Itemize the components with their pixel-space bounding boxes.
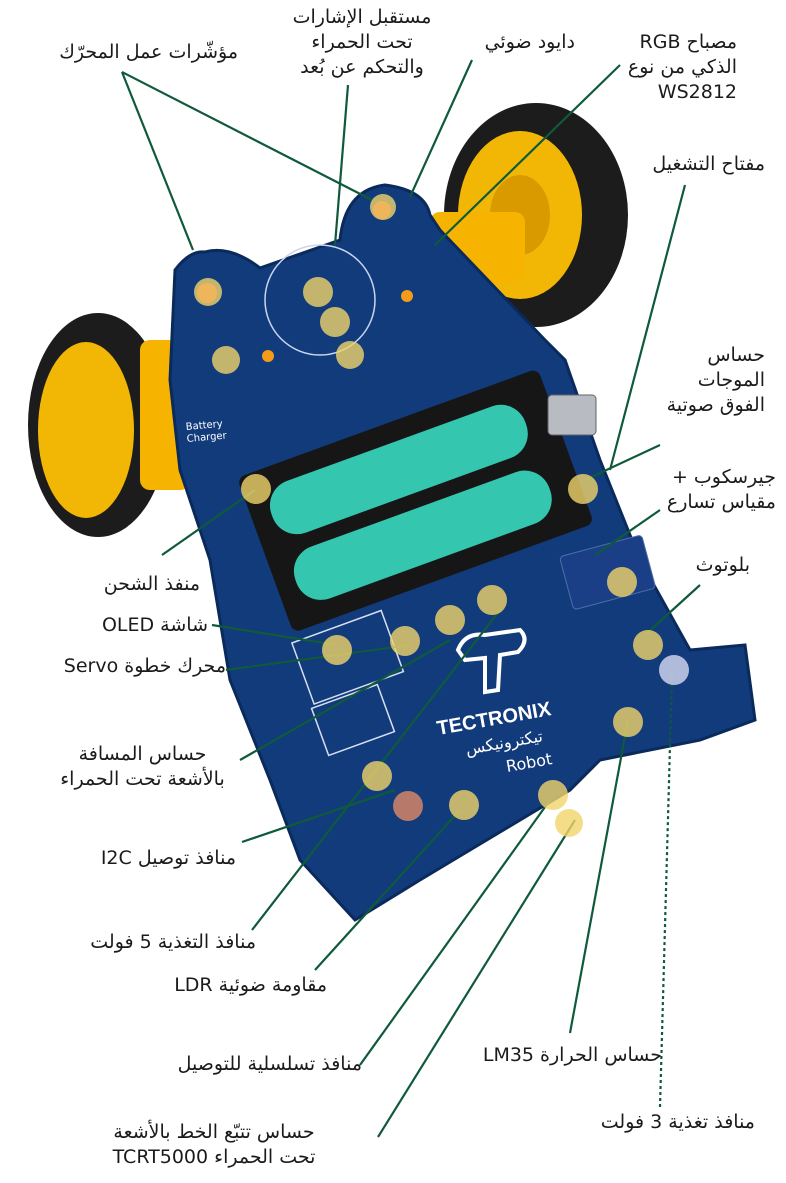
label-power-switch: مفتاح التشغيل <box>652 153 765 175</box>
left-wheel <box>28 313 168 537</box>
esp-outline <box>310 683 396 757</box>
label-ultrasonic: حساس الموجات الفوق صوتية <box>666 344 765 416</box>
label-power-5v: منافذ التغذية 5 فولت <box>90 931 256 953</box>
label-servo: محرك خطوة Servo <box>63 655 226 677</box>
label-line-tracker: حساس تتبّع الخط بالأشعة تحت الحمراء TCRT… <box>112 1121 316 1168</box>
label-ldr: مقاومة ضوئية LDR <box>174 974 327 996</box>
label-charge-port: منفذ الشحن <box>103 573 200 595</box>
label-oled: شاشة OLED <box>101 614 208 636</box>
label-power-3v: منافذ تغذية 3 فولت <box>600 1111 755 1133</box>
tectronix-logo: TECTRONIX تيكترونيكس Robot <box>435 627 554 776</box>
label-motor-indicators: مؤشّرات عمل المحرّك <box>59 41 238 63</box>
label-bluetooth: بلوتوث <box>695 554 750 576</box>
label-gyro: جيرسكوب + مقياس تسارع <box>666 466 776 513</box>
indicator-led <box>401 290 413 302</box>
charger-text: BatteryCharger <box>185 418 228 444</box>
usb-charge-port <box>547 394 597 436</box>
label-ir-distance: حساس المسافة بالأشعة تحت الحمراء <box>60 743 225 790</box>
ir-area-outline <box>264 244 376 356</box>
label-photodiode: دايود ضوئي <box>484 31 575 53</box>
component-markers <box>194 194 689 837</box>
photodiode-led <box>262 350 274 362</box>
label-ir-receiver: مستقبل الإشارات تحت الحمراء والتحكم عن ب… <box>292 6 432 78</box>
label-serial: منافذ تسلسلية للتوصيل <box>177 1053 362 1075</box>
label-rgb-led: مصباح RGB الذكي من نوع WS2812 <box>627 31 737 103</box>
battery-holder <box>239 370 592 631</box>
label-lm35: حساس الحرارة LM35 <box>482 1044 662 1066</box>
leader-lines <box>120 59 701 1138</box>
battery-top <box>269 404 528 535</box>
battery-bottom <box>293 470 552 600</box>
label-i2c: منافذ توصيل I2C <box>100 847 236 869</box>
